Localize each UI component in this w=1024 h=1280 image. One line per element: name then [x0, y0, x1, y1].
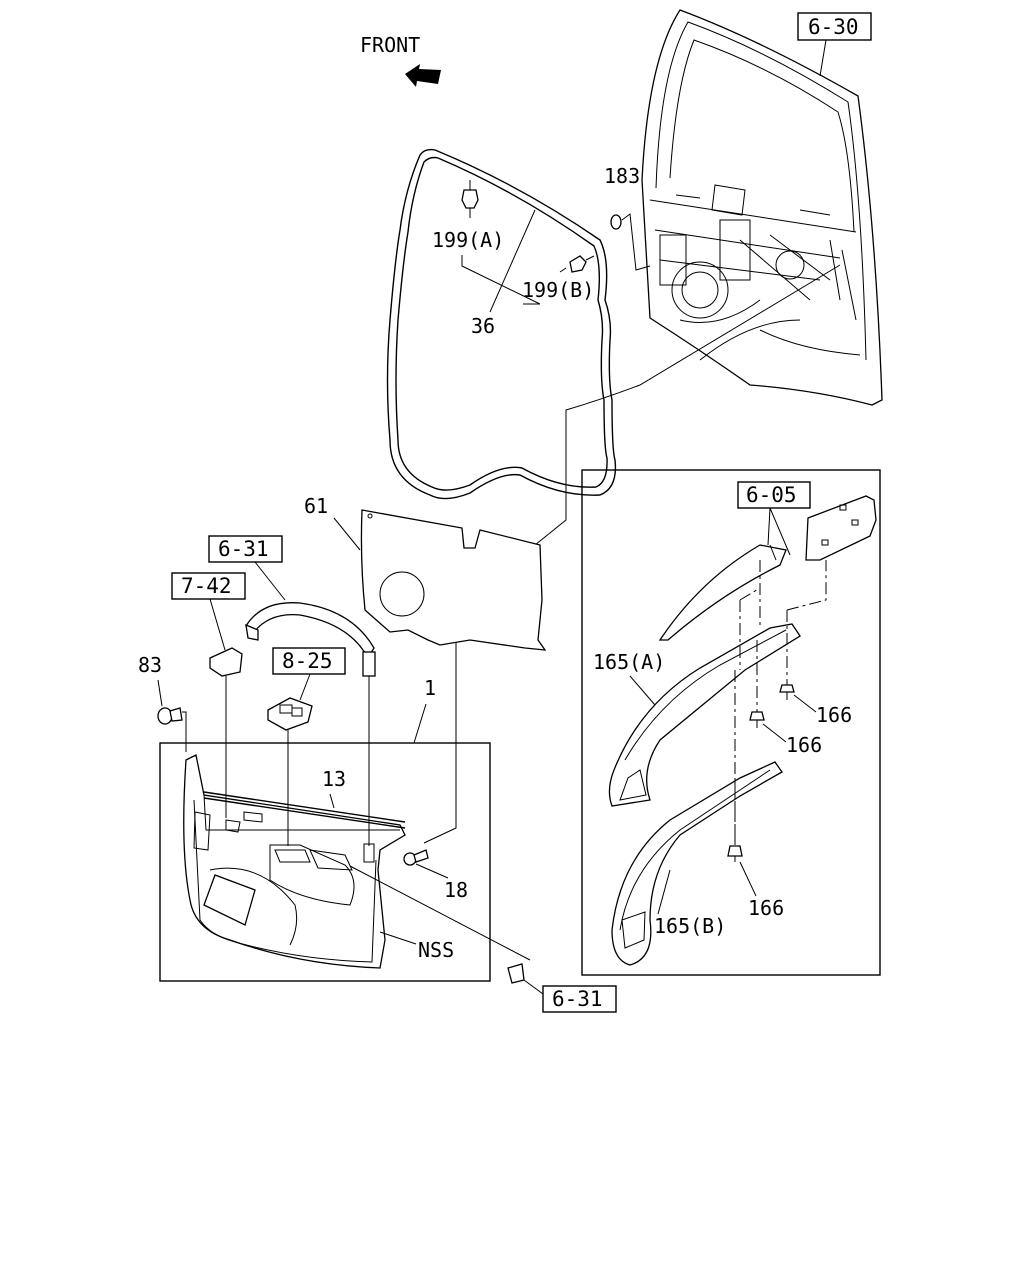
trim-panel-box [159, 742, 491, 982]
clip-199a [461, 180, 479, 218]
pull-handle [245, 602, 376, 677]
label-36: 36 [471, 314, 495, 338]
clip-83 [157, 707, 187, 752]
screw-166c [727, 845, 743, 862]
ref-box-6-31-bottom [542, 985, 617, 1013]
cover-7-42 [209, 647, 243, 677]
label-199a: 199(A) [432, 228, 504, 252]
label-199b: 199(B) [522, 278, 594, 302]
ref-7-42: 7-42 [181, 574, 232, 598]
label-18: 18 [444, 878, 468, 902]
waterproof-sheet-61 [360, 509, 547, 651]
ref-6-30: 6-30 [808, 15, 859, 39]
label-166a: 166 [816, 703, 852, 727]
weatherstrip-36 [386, 148, 617, 500]
label-1: 1 [424, 676, 436, 700]
label-165b: 165(B) [654, 914, 726, 938]
ref-box-7-42 [171, 572, 246, 600]
clip-199b [559, 255, 595, 273]
ref-8-25: 8-25 [282, 649, 333, 673]
front-label: FRONT [360, 33, 420, 57]
plug-183 [610, 214, 622, 230]
ref-6-05: 6-05 [746, 483, 797, 507]
label-nss: NSS [418, 938, 454, 962]
ref-box-6-05 [737, 481, 811, 509]
label-166b: 166 [786, 733, 822, 757]
screw-18 [403, 849, 429, 866]
detail-box [581, 469, 881, 976]
bottom-clip [507, 963, 525, 984]
door-trim-panel [183, 754, 406, 969]
window-switch-8-25 [267, 697, 313, 731]
ref-6-31-bottom: 6-31 [552, 987, 603, 1011]
garnish-upper [658, 544, 787, 641]
screw-166b [749, 711, 765, 728]
label-183: 183 [604, 164, 640, 188]
screw-166a [779, 684, 795, 700]
label-61: 61 [304, 494, 328, 518]
ref-box-6-30 [797, 12, 872, 41]
label-83: 83 [138, 653, 162, 677]
garnish-165a [608, 623, 801, 807]
label-13: 13 [322, 767, 346, 791]
ref-6-31-top: 6-31 [218, 537, 269, 561]
ref-box-6-31-top [208, 535, 283, 563]
ref-box-8-25 [272, 647, 346, 675]
door-shell [641, 9, 883, 406]
label-166c: 166 [748, 896, 784, 920]
bracket-6-05 [805, 495, 877, 561]
label-165a: 165(A) [593, 650, 665, 674]
garnish-165b [611, 761, 783, 966]
front-arrow-icon [405, 64, 441, 87]
